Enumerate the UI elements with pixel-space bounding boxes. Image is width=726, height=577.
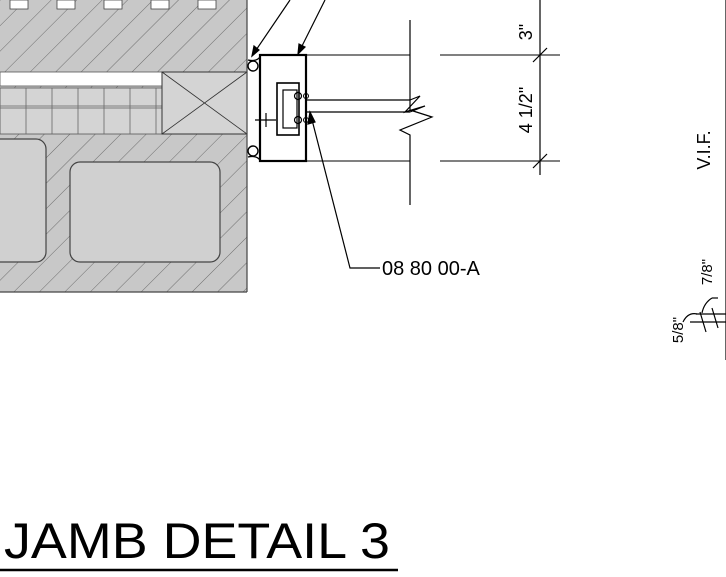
callout-storefront-ref: 08 80 00-A: [382, 258, 481, 280]
sealant-joints: [247, 56, 261, 161]
dim-vif: V.I.F.: [694, 130, 714, 169]
dim-7-8: 7/8": [699, 259, 716, 285]
cmu-core-right: [69, 161, 221, 263]
dim-4-1-2: 4 1/2": [516, 87, 536, 133]
insulation-band: [0, 87, 163, 135]
storefront-frame: [255, 53, 309, 163]
wall-top-marks: [9, 0, 217, 10]
dim-3: 3": [516, 24, 536, 40]
break-line: [398, 20, 434, 205]
dimension-line-vertical: [532, 0, 548, 175]
leader-lines-top: [251, 0, 326, 58]
wall-outline: [0, 0, 248, 293]
dim-5-8: 5/8": [670, 317, 687, 343]
wood-blocking: [161, 71, 248, 135]
detail-title: JAMB DETAIL 3: [4, 513, 390, 569]
air-gap: [0, 71, 163, 87]
glass-panel: [306, 95, 426, 114]
dimension-line-right: [682, 0, 726, 360]
cmu-core-left: [0, 138, 47, 263]
callout-leader: [307, 110, 380, 269]
